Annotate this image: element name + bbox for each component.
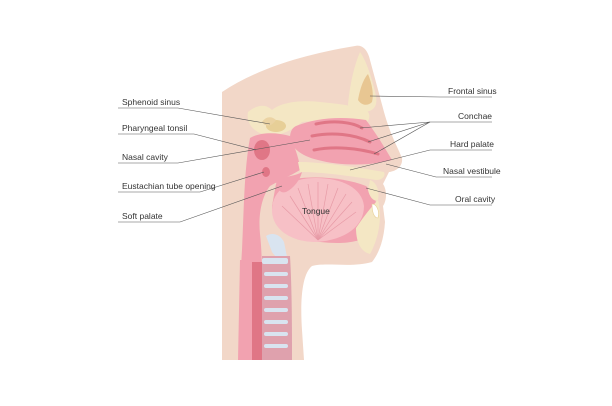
leader-eustachian (118, 171, 265, 193)
pharyngeal-tonsil-shape (254, 140, 270, 160)
leader-hard-palate (349, 149, 492, 171)
leader-soft-palate (118, 185, 283, 223)
leader-frontal-sinus (369, 95, 492, 98)
eustachian-opening-shape (262, 167, 270, 177)
leader-nasal-cavity (118, 139, 311, 164)
label-pharyngeal-tonsil: Pharyngeal tonsil (122, 123, 187, 133)
lower-teeth (371, 203, 379, 219)
label-conchae: Conchae (458, 111, 492, 121)
concha-inferior (312, 146, 380, 156)
leader-lines (118, 95, 492, 223)
nasal-cavity-shape (290, 118, 392, 165)
leader-conchae-3 (373, 121, 431, 155)
label-hard-palate: Hard palate (450, 139, 494, 149)
esophagus (238, 260, 252, 360)
frontal-sinus-shape (358, 74, 373, 105)
label-nasal-vestibule: Nasal vestibule (443, 166, 501, 176)
leader-nasal-vestibule (385, 163, 492, 178)
label-eustachian-tube-opening: Eustachian tube opening (122, 181, 216, 191)
tongue-muscle-lines (281, 182, 357, 241)
soft-palate-shape (276, 172, 302, 193)
epiglottis (266, 234, 288, 262)
leader-conchae-2 (367, 121, 431, 143)
label-tongue: Tongue (302, 206, 330, 216)
leader-oral-cavity (365, 187, 492, 206)
label-frontal-sinus: Frontal sinus (448, 86, 497, 96)
concha-middle (310, 132, 372, 144)
concha-superior (314, 120, 364, 130)
label-sphenoid-sinus: Sphenoid sinus (122, 97, 180, 107)
leader-sphenoid-sinus (118, 107, 271, 125)
trachea-rings (262, 258, 288, 348)
upper-teeth (368, 180, 379, 201)
leader-pharyngeal-tonsil (118, 133, 257, 151)
label-nasal-cavity: Nasal cavity (122, 152, 169, 162)
label-oral-cavity: Oral cavity (455, 194, 496, 204)
label-soft-palate: Soft palate (122, 211, 163, 221)
hard-palate-shape (298, 162, 385, 180)
